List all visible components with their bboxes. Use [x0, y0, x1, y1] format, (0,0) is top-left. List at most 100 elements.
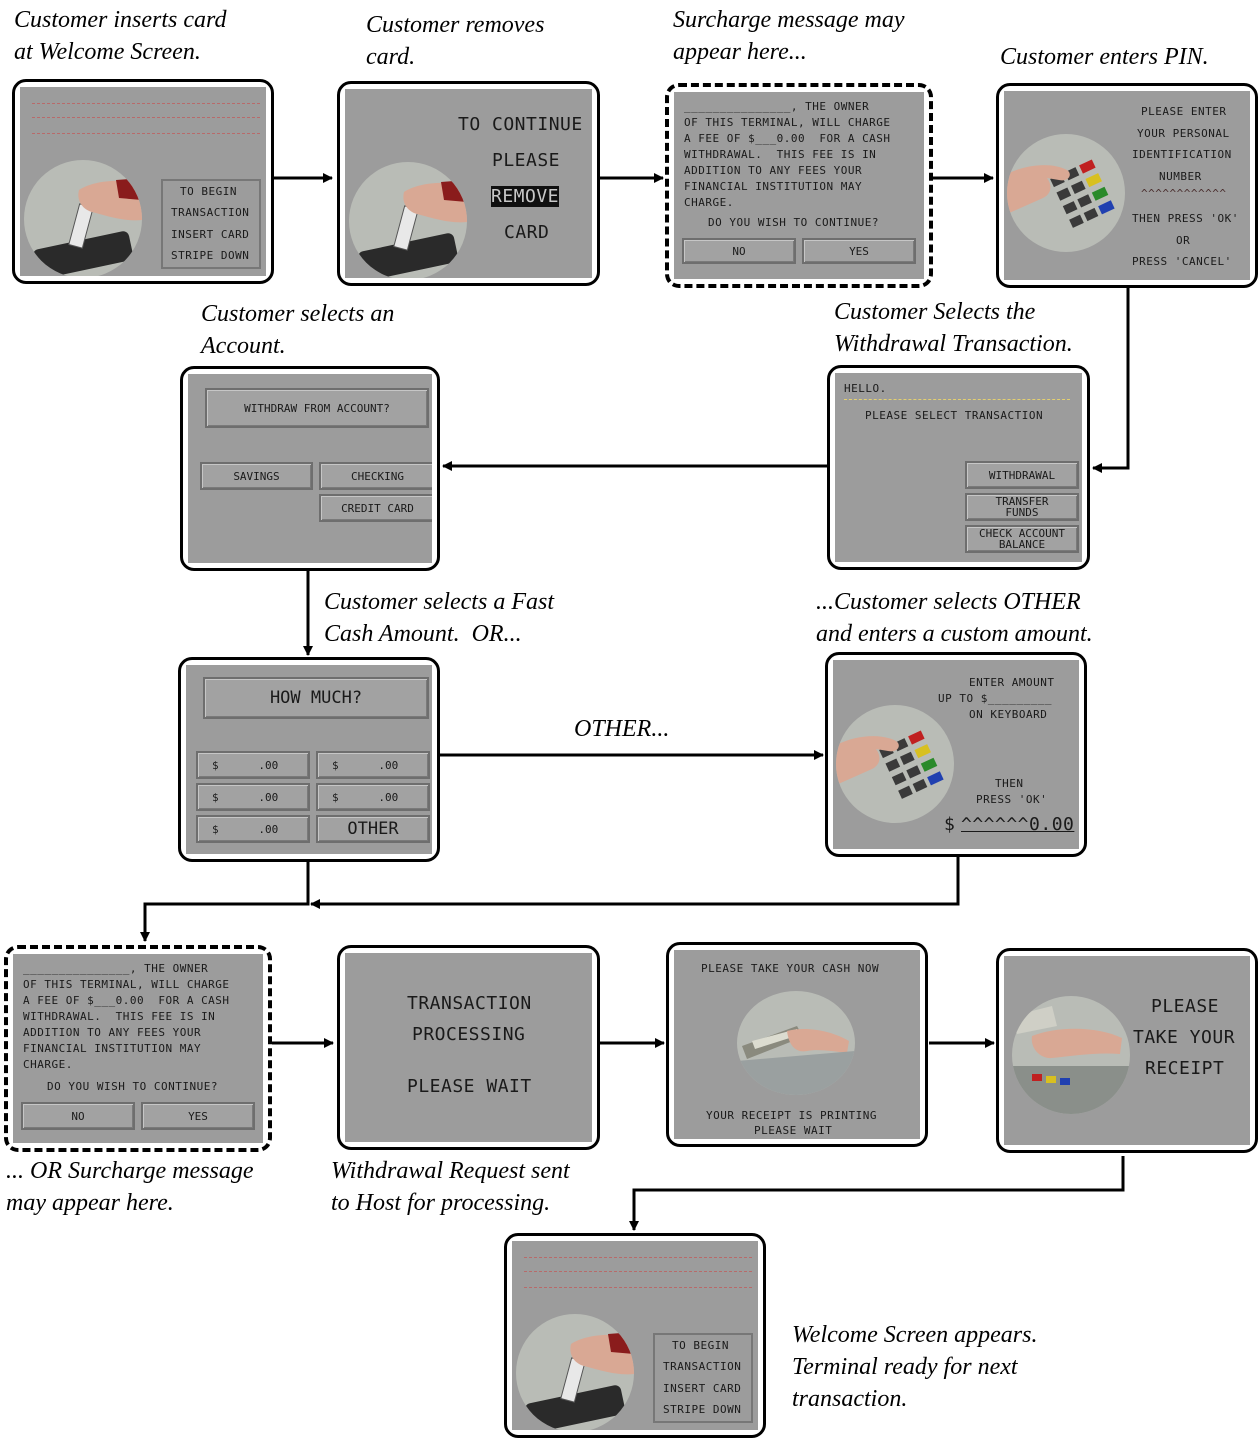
receipt-image [1012, 996, 1130, 1114]
howmuch-title-box: HOW MUCH? [203, 677, 429, 719]
keypad-image [1007, 134, 1125, 252]
caption-custom-amount: ...Customer selects OTHER and enters a c… [816, 589, 1093, 647]
custom-line-5: PRESS 'OK' [976, 793, 1048, 806]
take-cash-screen: PLEASE TAKE YOUR CASH NOW YOUR RECEIPT I… [674, 950, 920, 1139]
fast-cash-button-2[interactable]: $ .00 [316, 751, 430, 779]
card-insert-image [24, 160, 142, 276]
account-screen-frame: WITHDRAW FROM ACCOUNT? SAVINGS CHECKING … [180, 366, 440, 571]
custom-amount-screen-frame: ENTER AMOUNT UP TO $_________ ON KEYBOAR… [825, 652, 1087, 857]
processing-screen-frame: TRANSACTION PROCESSING PLEASE WAIT [337, 945, 600, 1150]
custom-line-4: THEN [995, 777, 1024, 790]
surcharge-top-line-6: FINANCIAL INSTITUTION MAY [684, 180, 863, 193]
take-cash-line-3: PLEASE WAIT [754, 1124, 833, 1137]
take-receipt-screen: PLEASE TAKE YOUR RECEIPT [1004, 956, 1250, 1145]
surcharge-bottom-line-7: CHARGE. [23, 1058, 73, 1071]
welcome-again-line-1: TO BEGIN [672, 1339, 729, 1352]
fast-cash-button-5[interactable]: $ .00 [196, 815, 310, 843]
fast-cash-button-4[interactable]: $ .00 [316, 783, 430, 811]
surcharge-bottom-line-5: ADDITION TO ANY FEES YOUR [23, 1026, 202, 1039]
surcharge-bottom-yes-button[interactable]: YES [141, 1102, 255, 1130]
surcharge-top-no-button[interactable]: NO [682, 238, 796, 264]
card-insert-image [516, 1314, 634, 1430]
savings-button[interactable]: SAVINGS [200, 462, 313, 490]
caption-insert-card: Customer inserts card at Welcome Screen. [14, 7, 227, 65]
welcome-line-4: STRIPE DOWN [171, 249, 250, 262]
custom-amount-screen: ENTER AMOUNT UP TO $_________ ON KEYBOAR… [833, 660, 1079, 849]
surcharge-bottom-screen-frame: _______________, THE OWNER OF THIS TERMI… [4, 945, 272, 1152]
transaction-screen: HELLO. PLEASE SELECT TRANSACTION WITHDRA… [835, 373, 1082, 562]
check-balance-button[interactable]: CHECK ACCOUNT BALANCE [965, 525, 1079, 553]
account-screen: WITHDRAW FROM ACCOUNT? SAVINGS CHECKING … [188, 374, 432, 563]
surcharge-bottom-screen: _______________, THE OWNER OF THIS TERMI… [13, 954, 263, 1143]
welcome-again-line-3: INSERT CARD [663, 1382, 742, 1395]
fast-cash-button-3[interactable]: $ .00 [196, 783, 310, 811]
arrow-receipt-to-welcome [629, 1156, 1125, 1231]
cash-dispense-image [737, 991, 855, 1095]
howmuch-screen-frame: HOW MUCH? $ .00 $ .00 $ .00 $ .00 $ .00 … [178, 657, 440, 862]
caption-fast-cash: Customer selects a Fast Cash Amount. OR.… [324, 589, 554, 647]
pin-screen-frame: PLEASE ENTER YOUR PERSONAL IDENTIFICATIO… [996, 83, 1258, 288]
processing-screen: TRANSACTION PROCESSING PLEASE WAIT [345, 953, 592, 1142]
custom-amount-input[interactable]: ^^^^^^0.00 [961, 814, 1075, 835]
receipt-line-1: PLEASE [1151, 996, 1220, 1017]
transaction-screen-frame: HELLO. PLEASE SELECT TRANSACTION WITHDRA… [827, 365, 1090, 570]
welcome-again-screen-frame: TO BEGIN TRANSACTION INSERT CARD STRIPE … [504, 1233, 766, 1438]
remove-card-screen-frame: TO CONTINUE PLEASE REMOVE CARD [337, 81, 600, 286]
welcome-screen-frame: TO BEGIN TRANSACTION INSERT CARD STRIPE … [12, 79, 274, 284]
howmuch-screen: HOW MUCH? $ .00 $ .00 $ .00 $ .00 $ .00 … [186, 665, 432, 854]
select-transaction-prompt: PLEASE SELECT TRANSACTION [865, 409, 1044, 422]
arrow-custom-return [310, 856, 960, 909]
caption-enter-pin: Customer enters PIN. [1000, 44, 1209, 70]
welcome-line-2: TRANSACTION [171, 206, 250, 219]
hello-text: HELLO. [844, 382, 887, 395]
arrow-pin-to-transaction [1092, 287, 1130, 473]
surcharge-top-line-5: ADDITION TO ANY FEES YOUR [684, 164, 863, 177]
other-amount-button[interactable]: OTHER [316, 815, 430, 843]
surcharge-top-yes-button[interactable]: YES [802, 238, 916, 264]
card-remove-image [349, 162, 467, 278]
welcome-line-3: INSERT CARD [171, 228, 250, 241]
welcome-screen: TO BEGIN TRANSACTION INSERT CARD STRIPE … [20, 87, 266, 276]
checking-button[interactable]: CHECKING [319, 462, 432, 490]
surcharge-bottom-line-3: A FEE OF $___0.00 FOR A CASH [23, 994, 230, 1007]
remove-line-3: REMOVE [491, 186, 560, 207]
custom-line-1: ENTER AMOUNT [969, 676, 1055, 689]
caption-surcharge-top: Surcharge message may appear here... [673, 7, 905, 65]
surcharge-top-line-1: _______________, THE OWNER [684, 100, 870, 113]
take-cash-screen-frame: PLEASE TAKE YOUR CASH NOW YOUR RECEIPT I… [666, 942, 928, 1147]
receipt-line-2: TAKE YOUR [1133, 1027, 1236, 1048]
pin-line-6: THEN PRESS 'OK' [1132, 212, 1239, 225]
surcharge-bottom-line-2: OF THIS TERMINAL, WILL CHARGE [23, 978, 230, 991]
surcharge-bottom-line-4: WITHDRAWAL. THIS FEE IS IN [23, 1010, 216, 1023]
surcharge-top-line-4: WITHDRAWAL. THIS FEE IS IN [684, 148, 877, 161]
surcharge-bottom-no-button[interactable]: NO [21, 1102, 135, 1130]
pin-line-8: PRESS 'CANCEL' [1132, 255, 1232, 268]
processing-line-1: TRANSACTION [407, 993, 532, 1014]
keypad-image [836, 705, 954, 823]
transfer-funds-button[interactable]: TRANSFER FUNDS [965, 493, 1079, 521]
credit-card-button[interactable]: CREDIT CARD [319, 494, 432, 522]
surcharge-top-line-2: OF THIS TERMINAL, WILL CHARGE [684, 116, 891, 129]
account-title-box: WITHDRAW FROM ACCOUNT? [205, 388, 429, 428]
withdrawal-button[interactable]: WITHDRAWAL [965, 461, 1079, 489]
welcome-again-line-4: STRIPE DOWN [663, 1403, 742, 1416]
caption-host-processing: Withdrawal Request sent to Host for proc… [331, 1158, 570, 1216]
caption-select-withdrawal: Customer Selects the Withdrawal Transact… [834, 299, 1073, 357]
pin-line-4: NUMBER [1159, 170, 1202, 183]
custom-line-3: ON KEYBOARD [969, 708, 1048, 721]
pin-line-1: PLEASE ENTER [1141, 105, 1227, 118]
remove-line-4: CARD [504, 222, 550, 243]
pin-line-3: IDENTIFICATION [1132, 148, 1232, 161]
take-cash-line-2: YOUR RECEIPT IS PRINTING [706, 1109, 877, 1122]
remove-line-2: PLEASE [492, 150, 561, 171]
surcharge-top-screen-frame: _______________, THE OWNER OF THIS TERMI… [665, 83, 933, 288]
fast-cash-button-1[interactable]: $ .00 [196, 751, 310, 779]
insert-card-instruction-box [653, 1333, 753, 1423]
pin-line-2: YOUR PERSONAL [1137, 127, 1230, 140]
custom-line-2: UP TO $_________ [938, 692, 1052, 705]
surcharge-top-line-7: CHARGE. [684, 196, 734, 209]
processing-line-3: PLEASE WAIT [407, 1076, 532, 1097]
surcharge-bottom-question: DO YOU WISH TO CONTINUE? [47, 1080, 218, 1093]
surcharge-top-screen: _______________, THE OWNER OF THIS TERMI… [674, 92, 924, 279]
pin-screen: PLEASE ENTER YOUR PERSONAL IDENTIFICATIO… [1004, 91, 1250, 280]
